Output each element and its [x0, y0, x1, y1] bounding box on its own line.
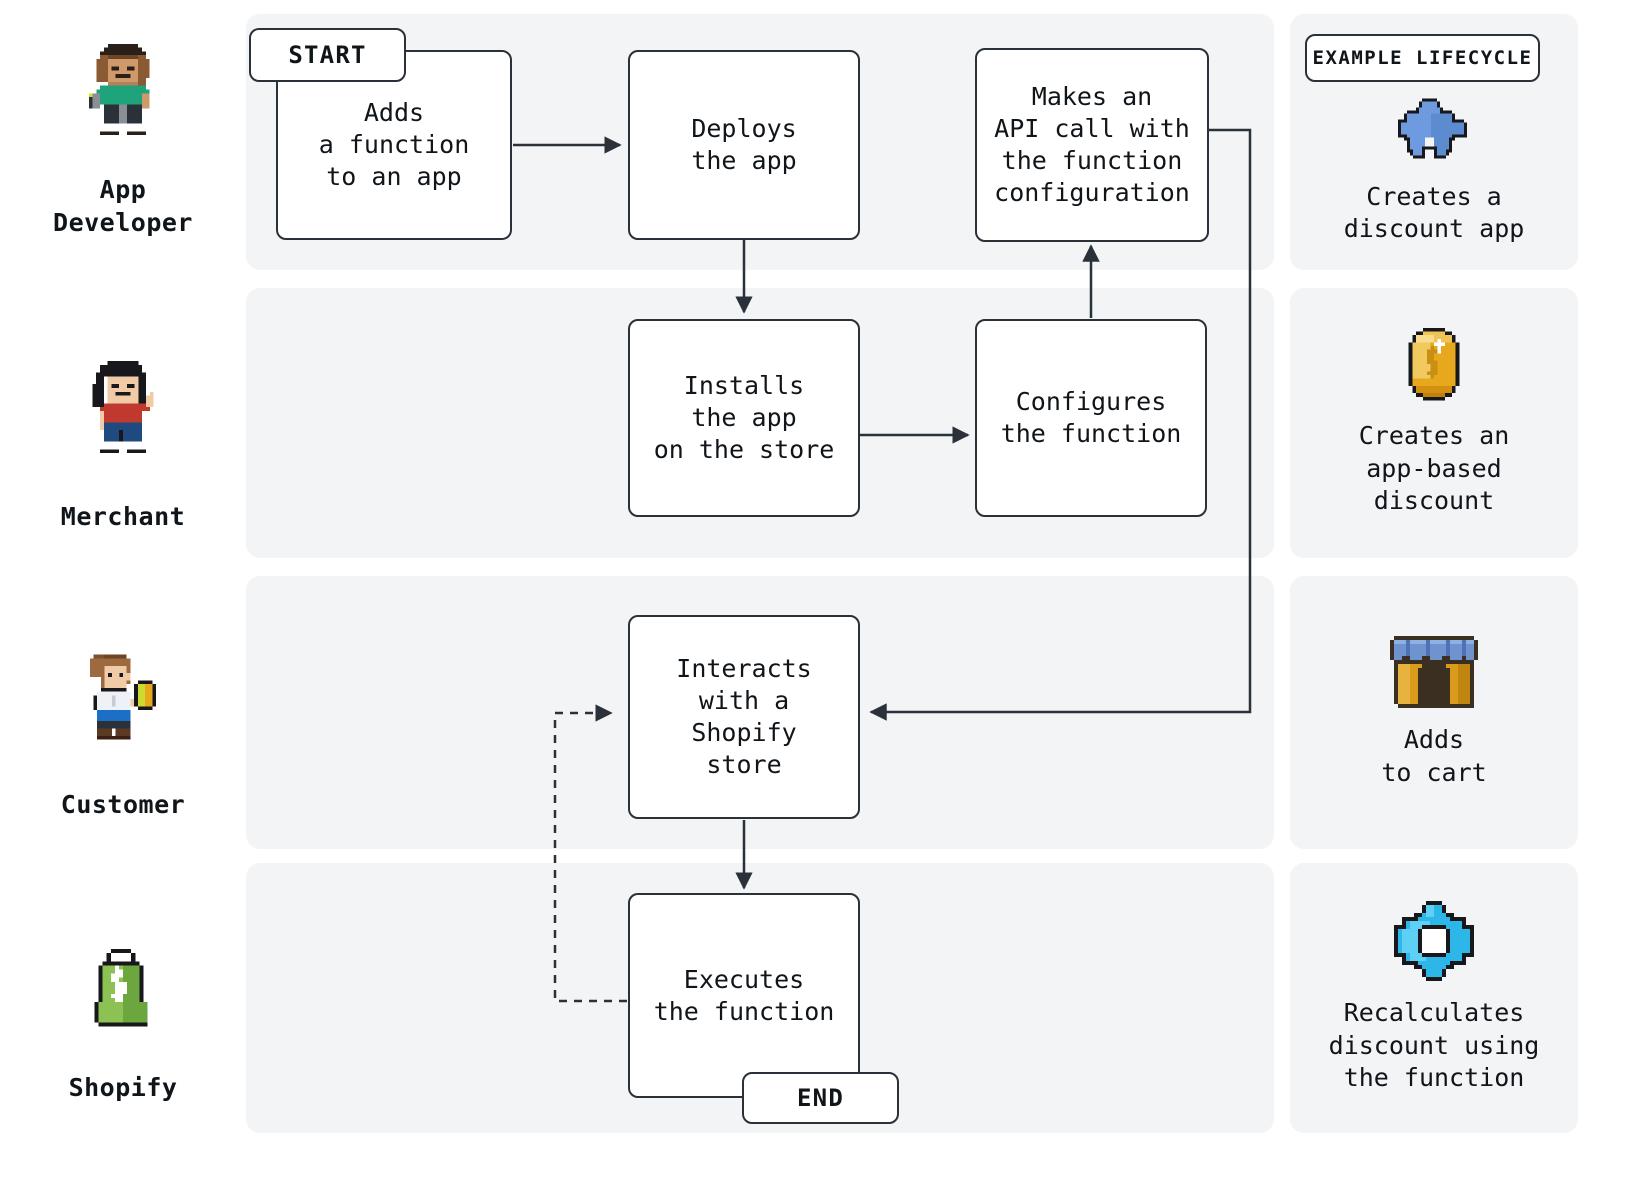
lifecycle-card-creates-app-discount: Creates an app-based discount	[1290, 288, 1578, 558]
node-deploys-app[interactable]: Deploys the app	[628, 50, 860, 240]
actor-customer: Customer	[8, 638, 238, 828]
lifecycle-card-adds-to-cart: Adds to cart	[1290, 576, 1578, 849]
lifecycle-card-recalculates-discount: Recalculates discount using the function	[1290, 863, 1578, 1133]
actor-label: Shopify	[68, 1073, 178, 1103]
merchant-sprite	[92, 361, 154, 454]
example-lifecycle-header: EXAMPLE LIFECYCLE	[1305, 34, 1540, 82]
node-interacts-store[interactable]: Interacts with a Shopify store	[628, 615, 860, 819]
storefront-icon	[1390, 636, 1478, 708]
gold-coin-icon	[1408, 328, 1460, 401]
actor-shopify: Shopify	[8, 930, 238, 1120]
actor-label: Merchant	[60, 502, 186, 532]
lifecycle-card-text: Creates a discount app	[1343, 181, 1525, 244]
customer-sprite	[89, 654, 157, 740]
lifecycle-card-text: Creates an app-based discount	[1358, 421, 1510, 516]
developer-sprite	[88, 43, 150, 136]
gear-icon	[1394, 901, 1474, 982]
node-installs-app[interactable]: Installs the app on the store	[628, 319, 860, 517]
actor-merchant: Merchant	[8, 350, 238, 540]
node-configures-function[interactable]: Configures the function	[975, 319, 1207, 517]
shopify-bag-icon	[94, 949, 148, 1027]
start-badge: START	[249, 28, 406, 82]
node-executes-function[interactable]: Executes the function	[628, 893, 860, 1098]
lifecycle-card-text: Recalculates discount using the function	[1328, 998, 1540, 1093]
puzzle-piece-icon	[1398, 98, 1467, 158]
actor-app-developer: App Developer	[8, 40, 238, 240]
node-api-call[interactable]: Makes an API call with the function conf…	[975, 48, 1209, 242]
lifecycle-card-text: Adds to cart	[1381, 725, 1487, 787]
actor-label: Customer	[60, 790, 186, 820]
end-badge: END	[742, 1072, 899, 1124]
actor-label: App Developer	[53, 174, 193, 238]
